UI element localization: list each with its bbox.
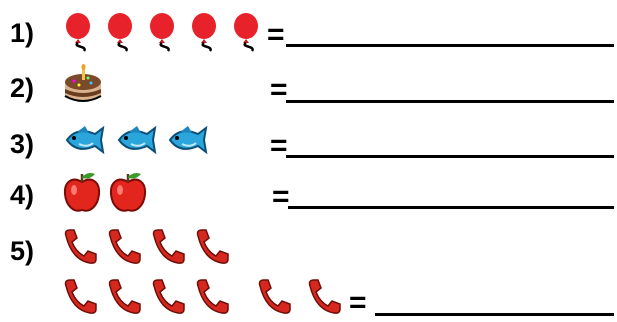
apple-icon <box>62 170 102 214</box>
answer-line <box>288 206 614 209</box>
answer-line <box>286 100 614 103</box>
equals-sign: = <box>270 129 288 162</box>
balloon-icon <box>146 12 182 52</box>
item-2-number: 2) <box>10 73 35 103</box>
telephone-icon <box>150 278 186 316</box>
telephone-icon <box>62 228 98 266</box>
telephone-icon <box>194 278 230 316</box>
item-4-number: 4) <box>10 180 35 210</box>
answer-line <box>286 44 614 47</box>
fish-icon <box>115 120 157 158</box>
telephone-icon <box>150 228 186 266</box>
answer-line <box>375 313 614 316</box>
fish-icon <box>166 120 208 158</box>
equals-sign: = <box>272 180 290 213</box>
answer-line <box>286 155 614 158</box>
item-3-number: 3) <box>10 129 35 159</box>
item-5-number: 5) <box>10 236 35 266</box>
apple-icon <box>108 170 148 214</box>
equals-sign: = <box>267 18 285 51</box>
balloon-icon <box>230 12 266 52</box>
cake-icon <box>60 64 106 106</box>
telephone-icon <box>62 278 98 316</box>
telephone-icon <box>194 228 230 266</box>
telephone-icon <box>106 278 142 316</box>
balloon-icon <box>188 12 224 52</box>
telephone-icon <box>306 278 342 316</box>
telephone-icon <box>106 228 142 266</box>
equals-sign: = <box>270 73 288 106</box>
item-1-number: 1) <box>10 18 35 48</box>
telephone-icon <box>256 278 292 316</box>
fish-icon <box>63 120 105 158</box>
balloon-icon <box>104 12 140 52</box>
equals-sign: = <box>349 286 367 319</box>
balloon-icon <box>62 12 98 52</box>
